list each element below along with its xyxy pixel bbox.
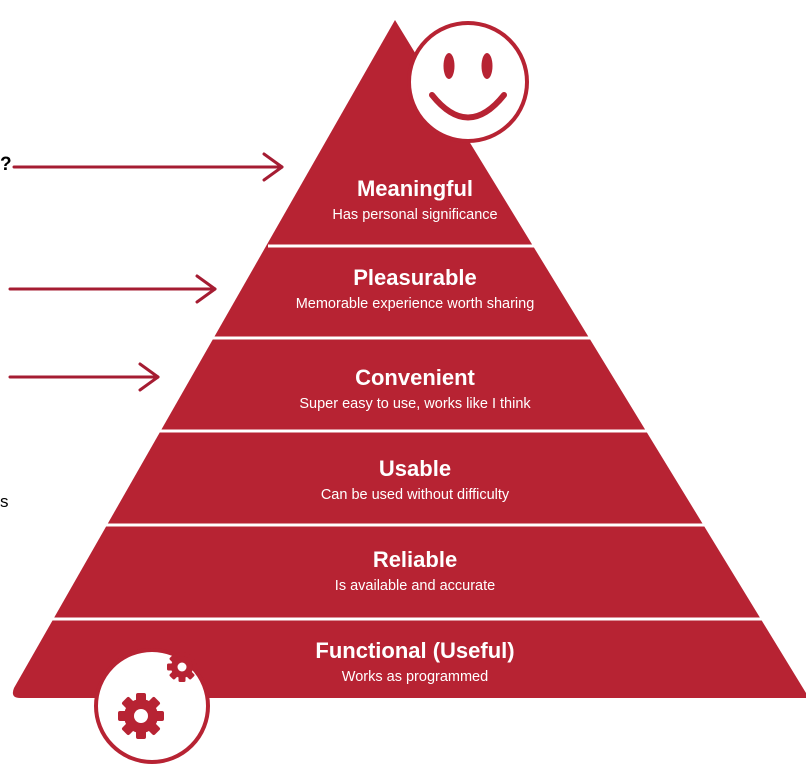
tier-title: Convenient — [355, 365, 475, 390]
tier-separators — [44, 244, 790, 621]
pleasurable-arrow — [8, 274, 217, 304]
tier-pleasurable: Pleasurable Memorable experience worth s… — [296, 265, 535, 312]
tier-subtitle: Memorable experience worth sharing — [296, 296, 535, 312]
convenient-arrow — [8, 362, 160, 392]
cropped-text-fragment: s — [0, 492, 9, 511]
gears-icon — [94, 648, 210, 764]
tier-subtitle: Works as programmed — [342, 669, 488, 685]
tier-title: Pleasurable — [353, 265, 477, 290]
cropped-question-mark: ? — [0, 154, 12, 175]
tier-usable: Usable Can be used without difficulty — [321, 456, 510, 503]
tier-title: Functional (Useful) — [315, 638, 514, 663]
tier-title: Usable — [379, 456, 451, 481]
tier-meaningful: Meaningful Has personal significance — [332, 176, 497, 223]
tier-subtitle: Super easy to use, works like I think — [299, 396, 531, 412]
tier-functional: Functional (Useful) Works as programmed — [315, 638, 514, 685]
tier-title: Reliable — [373, 547, 457, 572]
tier-subtitle: Can be used without difficulty — [321, 487, 510, 503]
smiley-face-icon — [407, 21, 529, 143]
tier-convenient: Convenient Super easy to use, works like… — [299, 365, 531, 412]
meaningful-arrow — [12, 152, 284, 182]
tier-subtitle: Has personal significance — [332, 207, 497, 223]
tier-reliable: Reliable Is available and accurate — [335, 547, 495, 594]
pyramid-shape — [12, 20, 806, 698]
tier-title: Meaningful — [357, 176, 473, 201]
tier-subtitle: Is available and accurate — [335, 578, 495, 594]
